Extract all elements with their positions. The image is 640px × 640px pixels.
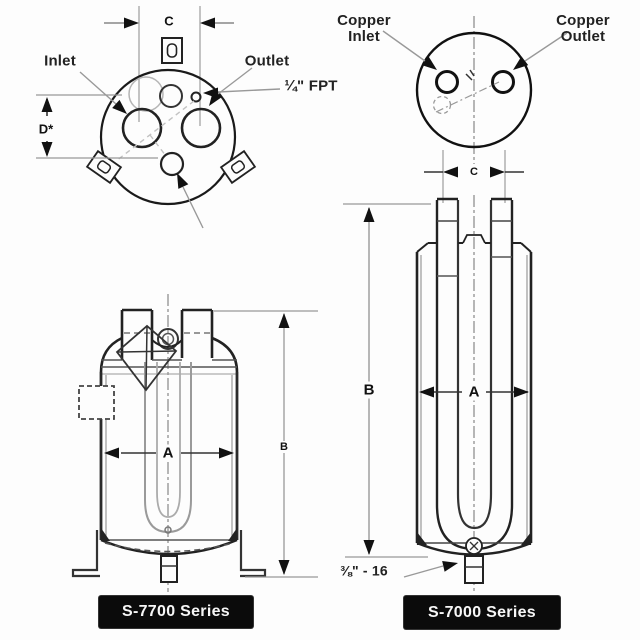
fpt-label: ¼" FPT — [284, 77, 338, 95]
mounting-tab-right — [219, 149, 257, 185]
copper-outlet-port — [491, 70, 515, 94]
s7000-side-view — [343, 195, 533, 593]
copper-outlet-line2: Outlet — [560, 28, 606, 45]
mounting-tab-top — [161, 37, 183, 64]
s7700-side-view — [71, 294, 318, 592]
s7000-top-view — [382, 16, 568, 203]
dim-label-c-s7700: C — [164, 13, 174, 29]
copper-outlet-label: Copper Outlet — [556, 13, 610, 45]
dim-label-c-s7000: C — [467, 166, 481, 178]
s7700-series-badge: S-7700 Series — [99, 596, 253, 628]
copper-outlet-line1: Copper — [556, 12, 610, 29]
copper-inlet-port — [435, 70, 459, 94]
side-port-box — [78, 385, 115, 420]
dim-label-a-s7700: A — [159, 444, 177, 462]
dim-label-a-s7000: A — [465, 383, 483, 401]
copper-inlet-label: Copper Inlet — [337, 13, 391, 45]
vessel-shell-outline — [415, 31, 533, 149]
copper-inlet-line2: Inlet — [348, 28, 380, 45]
s7000-series-badge: S-7000 Series — [404, 596, 560, 629]
dim-label-b-s7000: B — [360, 381, 378, 399]
dim-label-b-s7700: B — [277, 441, 291, 453]
inlet-label: Inlet — [44, 52, 76, 70]
ghost-port — [128, 76, 164, 112]
hang-tag — [115, 324, 178, 392]
s7700-top-view — [36, 6, 281, 229]
inlet-port — [121, 107, 163, 149]
dim-label-d-s7700: D* — [38, 121, 54, 137]
vessel-shell-outline — [99, 68, 237, 206]
hidden-port — [432, 95, 452, 115]
thread-size-label: ⅜" - 16 — [340, 562, 388, 579]
bottom-port — [159, 151, 185, 177]
top-port — [159, 84, 183, 108]
mounting-tab-left — [85, 149, 123, 185]
outlet-port — [180, 107, 222, 149]
fpt-port — [190, 91, 202, 103]
copper-inlet-line1: Copper — [337, 12, 391, 29]
outlet-label: Outlet — [244, 52, 290, 70]
